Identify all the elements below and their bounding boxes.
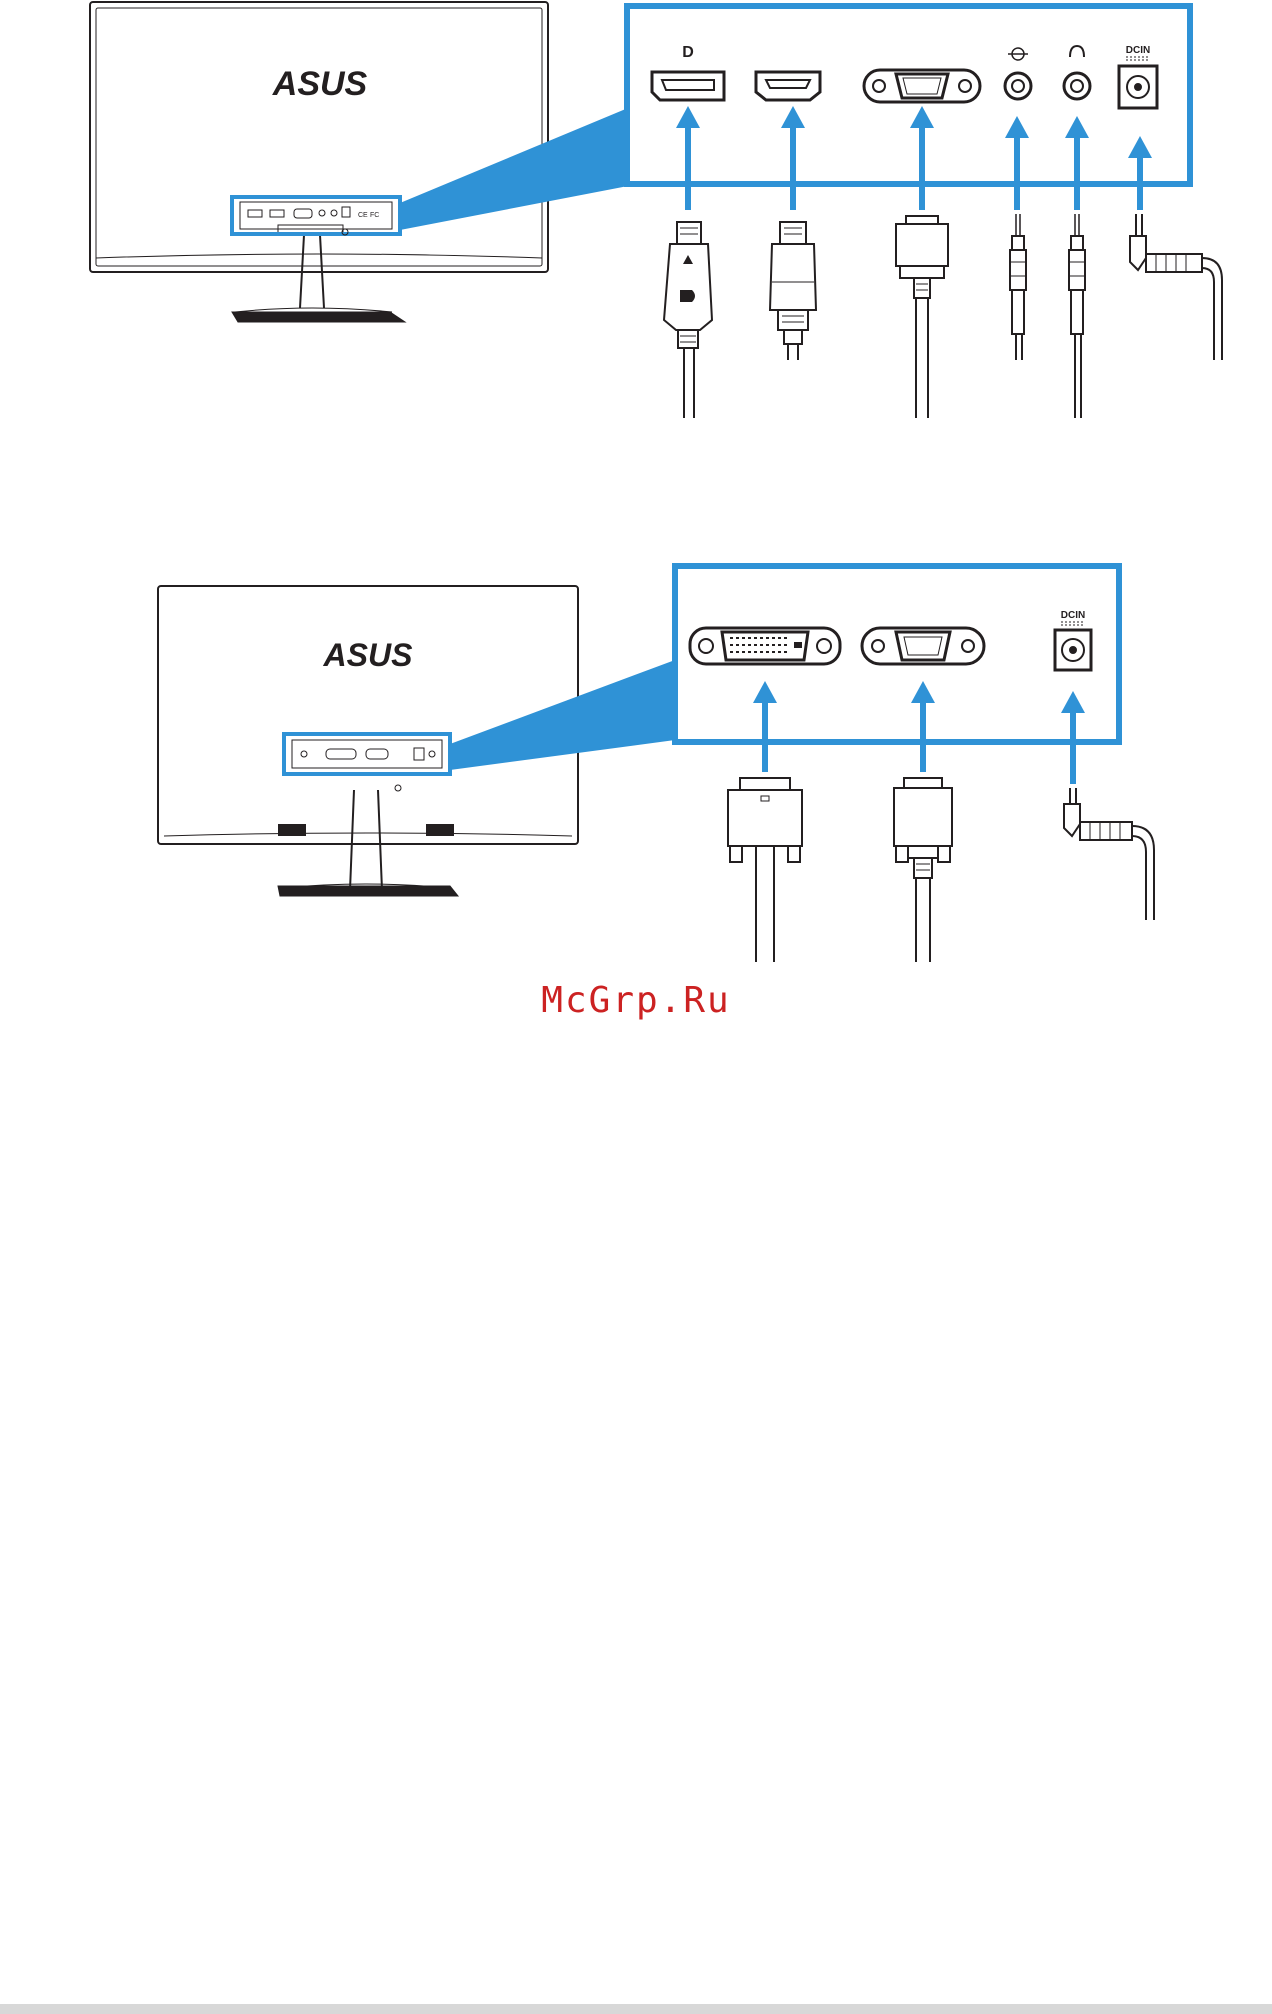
zoom-wedge xyxy=(450,660,675,770)
watermark: McGrp.Ru xyxy=(0,980,1272,1021)
connection-diagram-2: ASUS DCIN xyxy=(0,560,1272,985)
dcin-label: DCIN xyxy=(1061,610,1085,621)
brand-logo: ASUS xyxy=(272,65,368,103)
dvi-cable xyxy=(728,778,802,962)
brand-logo: ASUS xyxy=(323,637,414,673)
displayport-label: D xyxy=(682,44,694,61)
dcin-label: DCIN xyxy=(1126,45,1150,56)
vga-cable xyxy=(896,216,948,418)
zoom-wedge xyxy=(400,108,628,230)
diagram-2-svg: ASUS DCIN xyxy=(0,560,1272,980)
vga-cable xyxy=(894,778,952,962)
monitor-back: ASUS CE FC xyxy=(90,2,548,322)
displayport-cable xyxy=(664,222,712,418)
svg-text:CE: CE xyxy=(358,212,368,219)
svg-text:FC: FC xyxy=(370,212,379,219)
power-cable xyxy=(1130,214,1222,360)
audio-cable xyxy=(1010,214,1026,360)
page-bottom-bar xyxy=(0,2004,1272,2014)
connection-diagram-1: ASUS CE FC D DCIN xyxy=(0,0,1272,565)
power-cable xyxy=(1064,788,1154,920)
diagram-1-svg: ASUS CE FC D DCIN xyxy=(0,0,1272,560)
port-panel-zoom xyxy=(627,6,1190,184)
earphone-cable xyxy=(1069,214,1085,418)
port-panel-zoom xyxy=(675,566,1119,742)
hdmi-cable xyxy=(770,222,816,360)
